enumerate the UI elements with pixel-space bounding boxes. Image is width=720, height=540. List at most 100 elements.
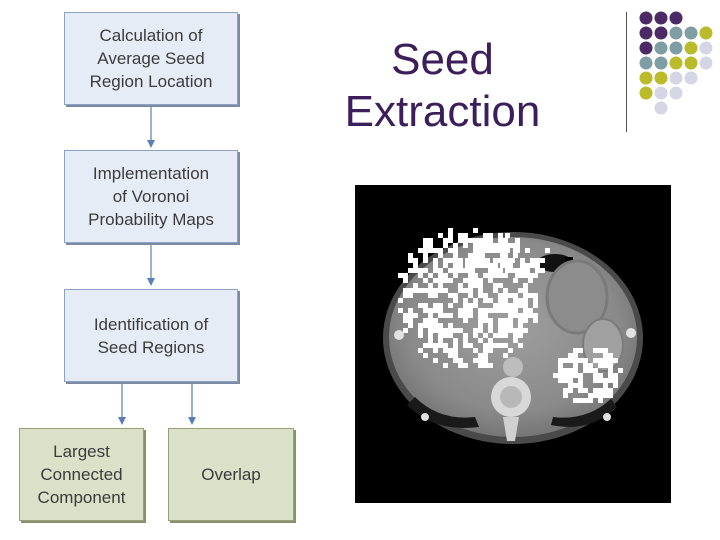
seed-pixel — [520, 268, 525, 273]
seed-pixel — [523, 293, 528, 298]
decorative-dot-teal — [669, 26, 683, 40]
seed-pixel — [613, 378, 618, 383]
rib — [626, 328, 636, 338]
seed-pixel — [428, 323, 433, 328]
seed-pixel — [418, 288, 423, 293]
seed-pixel — [603, 348, 608, 353]
seed-pixel — [433, 293, 438, 298]
seed-pixel — [535, 268, 540, 273]
seed-pixel — [470, 268, 475, 273]
seed-pixel — [468, 238, 473, 243]
seed-pixel — [488, 363, 493, 368]
seed-pixel — [428, 338, 433, 343]
seed-pixel — [488, 323, 493, 328]
seed-pixel — [578, 348, 583, 353]
seed-pixel — [483, 358, 488, 363]
seed-pixel — [498, 343, 503, 348]
seed-pixel — [578, 358, 583, 363]
seed-pixel — [498, 268, 503, 273]
seed-pixel — [478, 363, 483, 368]
seed-pixel — [433, 323, 438, 328]
seed-pixel — [608, 358, 613, 363]
seed-pixel — [413, 313, 418, 318]
seed-pixel — [528, 278, 533, 283]
seed-pixel — [428, 293, 433, 298]
seed-pixel — [503, 343, 508, 348]
seed-pixel — [578, 388, 583, 393]
seed-pixel — [423, 268, 428, 273]
seed-pixel — [443, 343, 448, 348]
seed-pixel — [413, 288, 418, 293]
seed-pixel — [463, 313, 468, 318]
seed-pixel — [428, 343, 433, 348]
stomach — [545, 259, 609, 335]
seed-pixel — [458, 363, 463, 368]
decorative-dot-lavender — [669, 86, 683, 100]
seed-pixel — [453, 258, 458, 263]
seed-pixel — [453, 243, 458, 248]
seed-pixel — [413, 283, 418, 288]
seed-pixel — [583, 368, 588, 373]
seed-pixel — [398, 273, 403, 278]
ct-scan-illustration — [383, 228, 643, 444]
seed-pixel — [453, 358, 458, 363]
seed-pixel — [520, 258, 525, 263]
seed-pixel — [463, 243, 468, 248]
seed-pixel — [518, 298, 523, 303]
seed-pixel — [448, 293, 453, 298]
seed-pixel — [568, 383, 573, 388]
seed-pixel — [475, 248, 480, 253]
seed-pixel — [433, 268, 438, 273]
seed-pixel — [448, 353, 453, 358]
seed-pixel — [463, 308, 468, 313]
seed-pixel — [523, 303, 528, 308]
decorative-dot-teal — [684, 26, 698, 40]
seed-pixel — [525, 268, 530, 273]
seed-pixel — [408, 293, 413, 298]
seed-pixel — [498, 233, 503, 238]
seed-pixel — [523, 288, 528, 293]
step-identify-seed-regions: Identification of Seed Regions — [64, 289, 238, 382]
seed-pixel — [558, 368, 563, 373]
seed-pixel — [423, 323, 428, 328]
seed-pixel — [423, 248, 428, 253]
seed-pixel — [448, 258, 453, 263]
seed-pixel — [478, 358, 483, 363]
seed-pixel — [568, 388, 573, 393]
seed-pixel — [433, 278, 438, 283]
seed-pixel — [453, 253, 458, 258]
seed-pixel — [503, 258, 508, 263]
seed-pixel — [503, 273, 508, 278]
seed-pixel — [448, 278, 453, 283]
seed-pixel — [513, 298, 518, 303]
seed-pixel — [583, 388, 588, 393]
step-voronoi-probability-maps: Implementation of Voronoi Probability Ma… — [64, 150, 238, 243]
seed-pixel — [498, 243, 503, 248]
seed-pixel — [443, 313, 448, 318]
seed-pixel — [505, 248, 510, 253]
seed-pixel — [493, 308, 498, 313]
seed-pixel — [453, 273, 458, 278]
seed-pixel — [483, 348, 488, 353]
seed-pixel — [493, 343, 498, 348]
seed-pixel — [505, 243, 510, 248]
seed-pixel — [593, 378, 598, 383]
seed-pixel — [515, 273, 520, 278]
seed-pixel — [488, 348, 493, 353]
seed-pixel — [458, 268, 463, 273]
seed-pixel — [443, 333, 448, 338]
seed-pixel — [598, 388, 603, 393]
decorative-dot-olive — [639, 86, 653, 100]
seed-region-overlay — [398, 228, 623, 403]
seed-pixel — [513, 293, 518, 298]
seed-pixel — [458, 328, 463, 333]
seed-pixel — [463, 343, 468, 348]
seed-pixel — [428, 243, 433, 248]
seed-pixel — [423, 238, 428, 243]
seed-pixel — [453, 328, 458, 333]
seed-pixel — [505, 263, 510, 268]
seed-pixel — [483, 313, 488, 318]
seed-pixel — [438, 303, 443, 308]
seed-pixel — [518, 303, 523, 308]
seed-pixel — [473, 273, 478, 278]
